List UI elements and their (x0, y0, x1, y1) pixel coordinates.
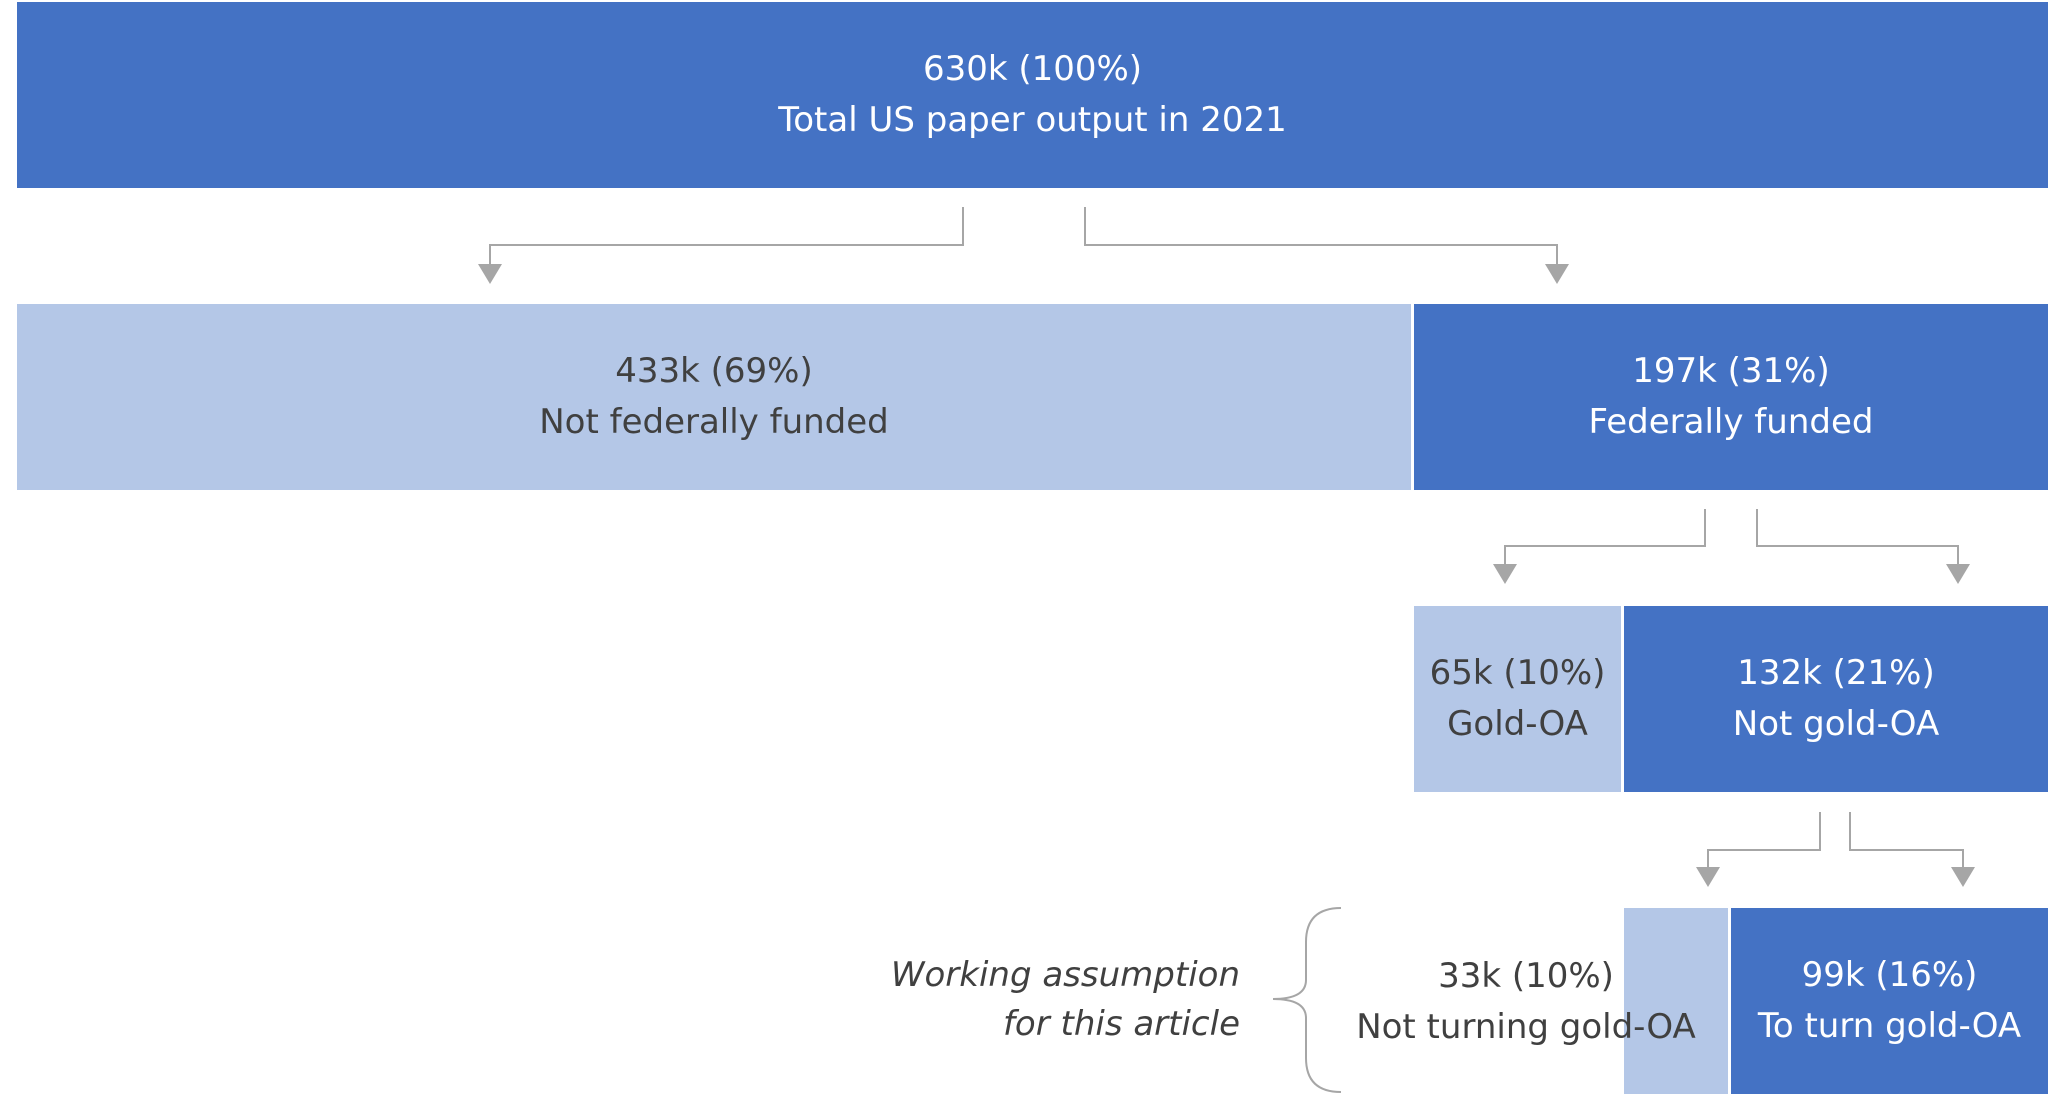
note-line-2: for this article (1002, 1004, 1240, 1044)
node-federal-label: Federally funded (1588, 402, 1874, 442)
arrow-total-to-not-federal (489, 207, 964, 266)
node-gold-oa-value: 65k (10%) (1429, 653, 1606, 693)
node-not-turning-value: 33k (10%) (1438, 956, 1614, 996)
arrow-federal-to-not-gold-oa (1756, 509, 1959, 566)
node-not-turning-label: Not turning gold-OA (1356, 1007, 1696, 1047)
arrowhead-not-gold-oa (1946, 564, 1970, 584)
arrow-not-gold-to-to-turn (1849, 812, 1964, 869)
node-to-turn-value: 99k (16%) (1801, 955, 1978, 995)
arrowhead-gold-oa (1493, 564, 1517, 584)
arrowhead-to-turn (1951, 867, 1975, 887)
note-line-1: Working assumption (890, 955, 1240, 995)
node-not-gold-oa: 132k (21%) Not gold-OA (1624, 606, 2048, 792)
node-gold-oa-label: Gold-OA (1447, 704, 1588, 744)
arrow-federal-to-gold-oa (1504, 509, 1706, 566)
node-total-value: 630k (100%) (922, 49, 1143, 89)
node-total-output: 630k (100%) Total US paper output in 202… (17, 2, 2048, 188)
brace-icon (1272, 907, 1342, 1093)
node-federally-funded: 197k (31%) Federally funded (1414, 304, 2048, 490)
working-assumption-note: Working assumption for this article (820, 951, 1240, 1049)
node-to-turn-label: To turn gold-OA (1757, 1006, 2022, 1046)
node-gold-oa: 65k (10%) Gold-OA (1414, 606, 1621, 792)
arrowhead-not-turning (1696, 867, 1720, 887)
node-not-turning-gold-oa-bar (1624, 908, 1728, 1094)
node-total-label: Total US paper output in 2021 (778, 100, 1287, 140)
node-not-federal-value: 433k (69%) (615, 351, 813, 391)
node-not-gold-oa-label: Not gold-OA (1732, 704, 1940, 744)
arrowhead-not-federal (478, 264, 502, 284)
arrow-not-gold-to-not-turning (1707, 812, 1821, 869)
arrowhead-federal (1545, 264, 1569, 284)
arrow-total-to-federal (1084, 207, 1558, 266)
node-to-turn-gold-oa: 99k (16%) To turn gold-OA (1731, 908, 2048, 1094)
node-not-federally-funded: 433k (69%) Not federally funded (17, 304, 1411, 490)
node-not-turning-gold-oa-text: 33k (10%) Not turning gold-OA (1326, 951, 1726, 1053)
node-federal-value: 197k (31%) (1632, 351, 1830, 391)
node-not-federal-label: Not federally funded (539, 402, 889, 442)
node-not-gold-oa-value: 132k (21%) (1737, 653, 1935, 693)
